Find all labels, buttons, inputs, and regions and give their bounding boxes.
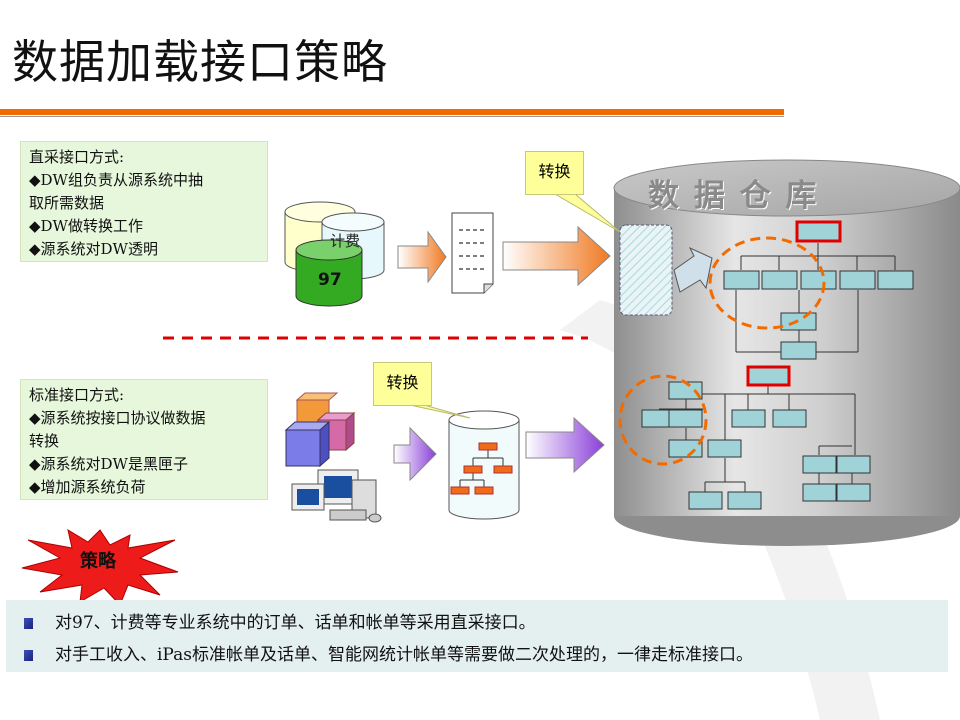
bullet-square-icon: [24, 618, 33, 629]
bottom-org-connectors: [659, 383, 856, 492]
title-underline: [0, 109, 784, 115]
source-db-cylinders: [284, 201, 385, 307]
strategy-bullet-1: 对97、计费等专业系统中的订单、话单和帐单等采用直采接口。: [24, 608, 536, 633]
system97-db-label: 97: [318, 270, 342, 290]
billing-db-label: 计费: [330, 232, 361, 250]
strategy-label: 策略: [80, 551, 116, 572]
document-icon: [451, 212, 494, 294]
direct-interface-box: 直采接口方式: ◆DW组负责从源系统中抽 取所需数据 ◆DW做转换工作 ◆源系统…: [20, 141, 268, 262]
convert-label-bottom: 转换: [373, 362, 432, 406]
direct-heading: 直采接口方式:: [29, 148, 125, 166]
strategy-starburst: [21, 528, 179, 606]
bottom-org-nodes: [641, 365, 871, 510]
standard-interface-box: 标准接口方式: ◆源系统按接口协议做数据 转换 ◆源系统对DW是黑匣子 ◆增加源…: [20, 379, 268, 500]
page-title: 数据加载接口策略: [12, 35, 388, 89]
standard-line: ◆源系统对DW是黑匣子: [29, 455, 188, 473]
source-systems-icon: [284, 392, 382, 523]
arrow-load-bottom: [525, 416, 605, 474]
standard-line: ◆源系统按接口协议做数据: [29, 409, 206, 427]
convert-top-pointer: [553, 193, 621, 233]
strategy-bullets-box: 对97、计费等专业系统中的订单、话单和帐单等采用直采接口。 对手工收入、iPas…: [6, 600, 948, 672]
strategy-bullet-2: 对手工收入、iPas标准帐单及话单、智能网统计帐单等需要做二次处理的，一律走标准…: [24, 640, 753, 665]
arrow-standard-in: [393, 426, 437, 482]
bullet-square-icon: [24, 650, 33, 661]
arrow-extract: [397, 230, 447, 284]
direct-line: 取所需数据: [29, 194, 105, 212]
arrow-load-top: [502, 225, 611, 287]
convert-label-top: 转换: [525, 151, 584, 195]
standard-line: ◆增加源系统负荷: [29, 478, 146, 496]
convert-bottom-pointer: [409, 404, 471, 419]
staging-arrow: [673, 246, 713, 293]
staging-area: [619, 224, 673, 316]
bullet-text: 对手工收入、iPas标准帐单及话单、智能网统计帐单等需要做二次处理的，一律走标准…: [55, 645, 753, 665]
standard-line: 转换: [29, 432, 60, 450]
standard-interface-cylinder: [448, 410, 520, 520]
top-highlight-circle: [708, 236, 826, 330]
direct-line: ◆源系统对DW透明: [29, 240, 158, 258]
bullet-text: 对97、计费等专业系统中的订单、话单和帐单等采用直采接口。: [55, 613, 536, 633]
title-underline-thin: [0, 116, 784, 117]
bottom-highlight-circle: [618, 374, 708, 466]
direct-line: ◆DW组负责从源系统中抽: [29, 171, 203, 189]
warehouse-label: 数 据 仓 库: [648, 178, 819, 214]
standard-heading: 标准接口方式:: [29, 386, 125, 404]
top-org-nodes: [723, 220, 914, 360]
direct-line: ◆DW做转换工作: [29, 217, 143, 235]
